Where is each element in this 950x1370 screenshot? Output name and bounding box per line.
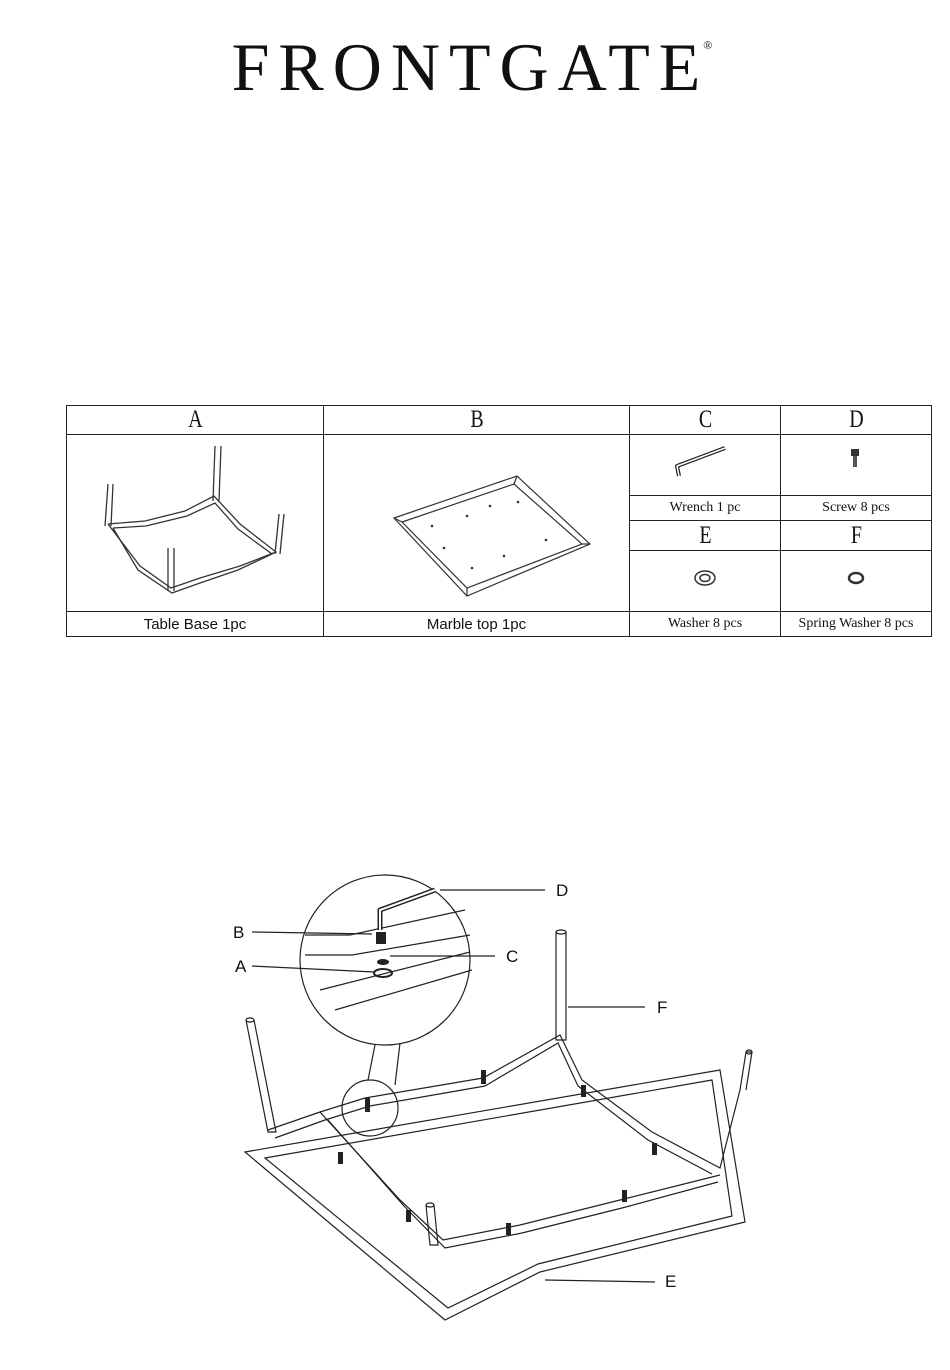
brand-logo: FRONTGATE® (0, 28, 950, 107)
part-caption-d: Screw 8 pcs (781, 496, 932, 521)
part-letter-f: F (796, 521, 917, 550)
callout-e: E (665, 1272, 676, 1291)
marble-top-icon (332, 436, 622, 606)
part-letter-c: C (645, 406, 766, 435)
callout-f: F (657, 998, 667, 1017)
leg-right (740, 1052, 752, 1090)
part-letter-d: D (796, 406, 917, 435)
part-letter-b: B (354, 406, 599, 435)
callout-b: B (233, 923, 244, 942)
parts-list-table: A B C D (66, 405, 932, 637)
leg-left (246, 1020, 276, 1132)
screw-cell (781, 435, 932, 496)
part-caption-e: Washer 8 pcs (630, 612, 781, 637)
part-caption-b: Marble top 1pc (324, 612, 630, 637)
screw-icon (836, 443, 876, 483)
washer-icon (685, 563, 725, 593)
callout-c: C (506, 947, 518, 966)
callout-d: D (556, 881, 568, 900)
part-letter-e: E (645, 521, 766, 550)
callout-a: A (235, 957, 247, 976)
leg-back (556, 932, 566, 1040)
washer-cell (630, 550, 781, 611)
assembly-diagram: D B C A F E (0, 840, 950, 1340)
part-caption-f: Spring Washer 8 pcs (781, 612, 932, 637)
part-caption-c: Wrench 1 pc (630, 496, 781, 521)
part-caption-a: Table Base 1pc (67, 612, 324, 637)
spring-washer-cell (781, 550, 932, 611)
spring-washer-icon (836, 563, 876, 593)
table-base-cell (67, 435, 324, 612)
wrench-icon (665, 438, 745, 488)
wrench-cell (630, 435, 781, 496)
marble-top-cell (324, 435, 630, 612)
table-base-icon (80, 436, 310, 606)
part-letter-a: A (92, 406, 298, 435)
